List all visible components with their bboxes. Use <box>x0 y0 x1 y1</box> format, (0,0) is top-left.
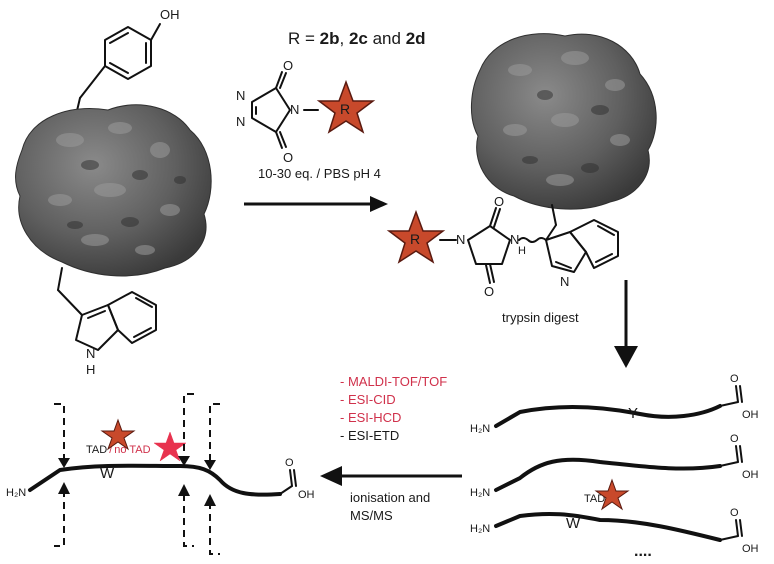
o-label-acid-2: O <box>730 433 739 445</box>
r-star-reagent <box>316 79 376 134</box>
residue-y: Y <box>628 405 638 422</box>
o-label-frag: O <box>285 457 294 469</box>
reagent-ptad: R = 2b, 2c and 2d O O N N N R 10-30 eq. … <box>236 29 426 181</box>
tyrosine-phenol-ring <box>104 26 152 80</box>
ms-methods-list: - MALDI-TOF/TOF - ESI-CID - ESI-HCD - ES… <box>340 374 447 443</box>
conditions-label: 10-30 eq. / PBS pH 4 <box>258 166 381 181</box>
h2n-label-3: H₂N <box>470 523 490 535</box>
oh-label-acid-2: OH <box>742 469 759 481</box>
r-star-label-conj: R <box>410 231 420 247</box>
r-star-label: R <box>340 101 350 117</box>
method-esi-hcd: - ESI-HCD <box>340 410 401 425</box>
h2n-label-1: H₂N <box>470 423 490 435</box>
n-label-conj-b: N <box>510 232 519 247</box>
no-tad-star <box>153 431 187 462</box>
h2n-label-2: H₂N <box>470 487 490 499</box>
tad-star-frag <box>100 418 136 451</box>
residue-w-1: W <box>566 515 581 532</box>
n-label-conj-a: N <box>456 232 465 247</box>
more-ellipsis: .... <box>634 543 652 560</box>
n-label-conj: N <box>560 274 569 289</box>
o-label-bottom: O <box>283 150 293 165</box>
tad-star-1 <box>594 478 630 511</box>
o-label-acid-1: O <box>730 373 739 385</box>
fragment-peptide: H₂N W TAD/no TAD O OH <box>6 393 315 555</box>
oh-label-acid-1: OH <box>742 409 759 421</box>
method-esi-cid: - ESI-CID <box>340 392 396 407</box>
r-star-conjugate <box>386 209 446 264</box>
tryptophan-pyrrole-ring <box>75 304 119 351</box>
o-label-conj-top: O <box>494 194 504 209</box>
urazole-ring <box>467 225 511 265</box>
o-label-acid-3: O <box>730 507 739 519</box>
r-definition: R = 2b, 2c and 2d <box>288 29 426 48</box>
oh-label: OH <box>160 7 180 22</box>
digest-arrow-head <box>614 346 638 368</box>
triazolinedione-ring <box>251 87 291 133</box>
method-maldi: - MALDI-TOF/TOF <box>340 374 447 389</box>
h2n-label-frag: H₂N <box>6 487 26 499</box>
ms-arrow-head <box>320 466 342 486</box>
tad-label-frag: TAD/no TAD <box>86 444 151 456</box>
indolenine-ring <box>545 231 587 273</box>
tad-label-1: TAD <box>584 493 605 505</box>
n-label-c: N <box>290 102 299 117</box>
n-label: N <box>86 346 95 361</box>
protein-left: OH N H <box>15 7 212 377</box>
residue-w-frag: W <box>100 465 115 482</box>
n-label-a: N <box>236 88 245 103</box>
ionisation-line2: MS/MS <box>350 508 393 523</box>
h-label: H <box>86 362 95 377</box>
protein-right: N O O N N H R <box>386 33 657 299</box>
wavy-bond <box>518 237 547 243</box>
oh-label-acid-3: OH <box>742 543 759 555</box>
n-label-b: N <box>236 114 245 129</box>
trypsin-label: trypsin digest <box>502 310 579 325</box>
o-label-top: O <box>283 58 293 73</box>
oh-label-frag: OH <box>298 489 315 501</box>
ionisation-line1: ionisation and <box>350 490 430 505</box>
reaction-arrow-head <box>370 196 388 212</box>
tryptophan-benzene-ring <box>107 291 157 344</box>
indolenine-benzene-ring <box>569 219 619 269</box>
method-esi-etd: - ESI-ETD <box>340 428 399 443</box>
o-label-conj-bottom: O <box>484 284 494 299</box>
h-label-conj: H <box>518 245 526 257</box>
peptide-list: H₂N Y O OH H₂N O OH H₂N W TAD O OH .... <box>470 373 759 560</box>
